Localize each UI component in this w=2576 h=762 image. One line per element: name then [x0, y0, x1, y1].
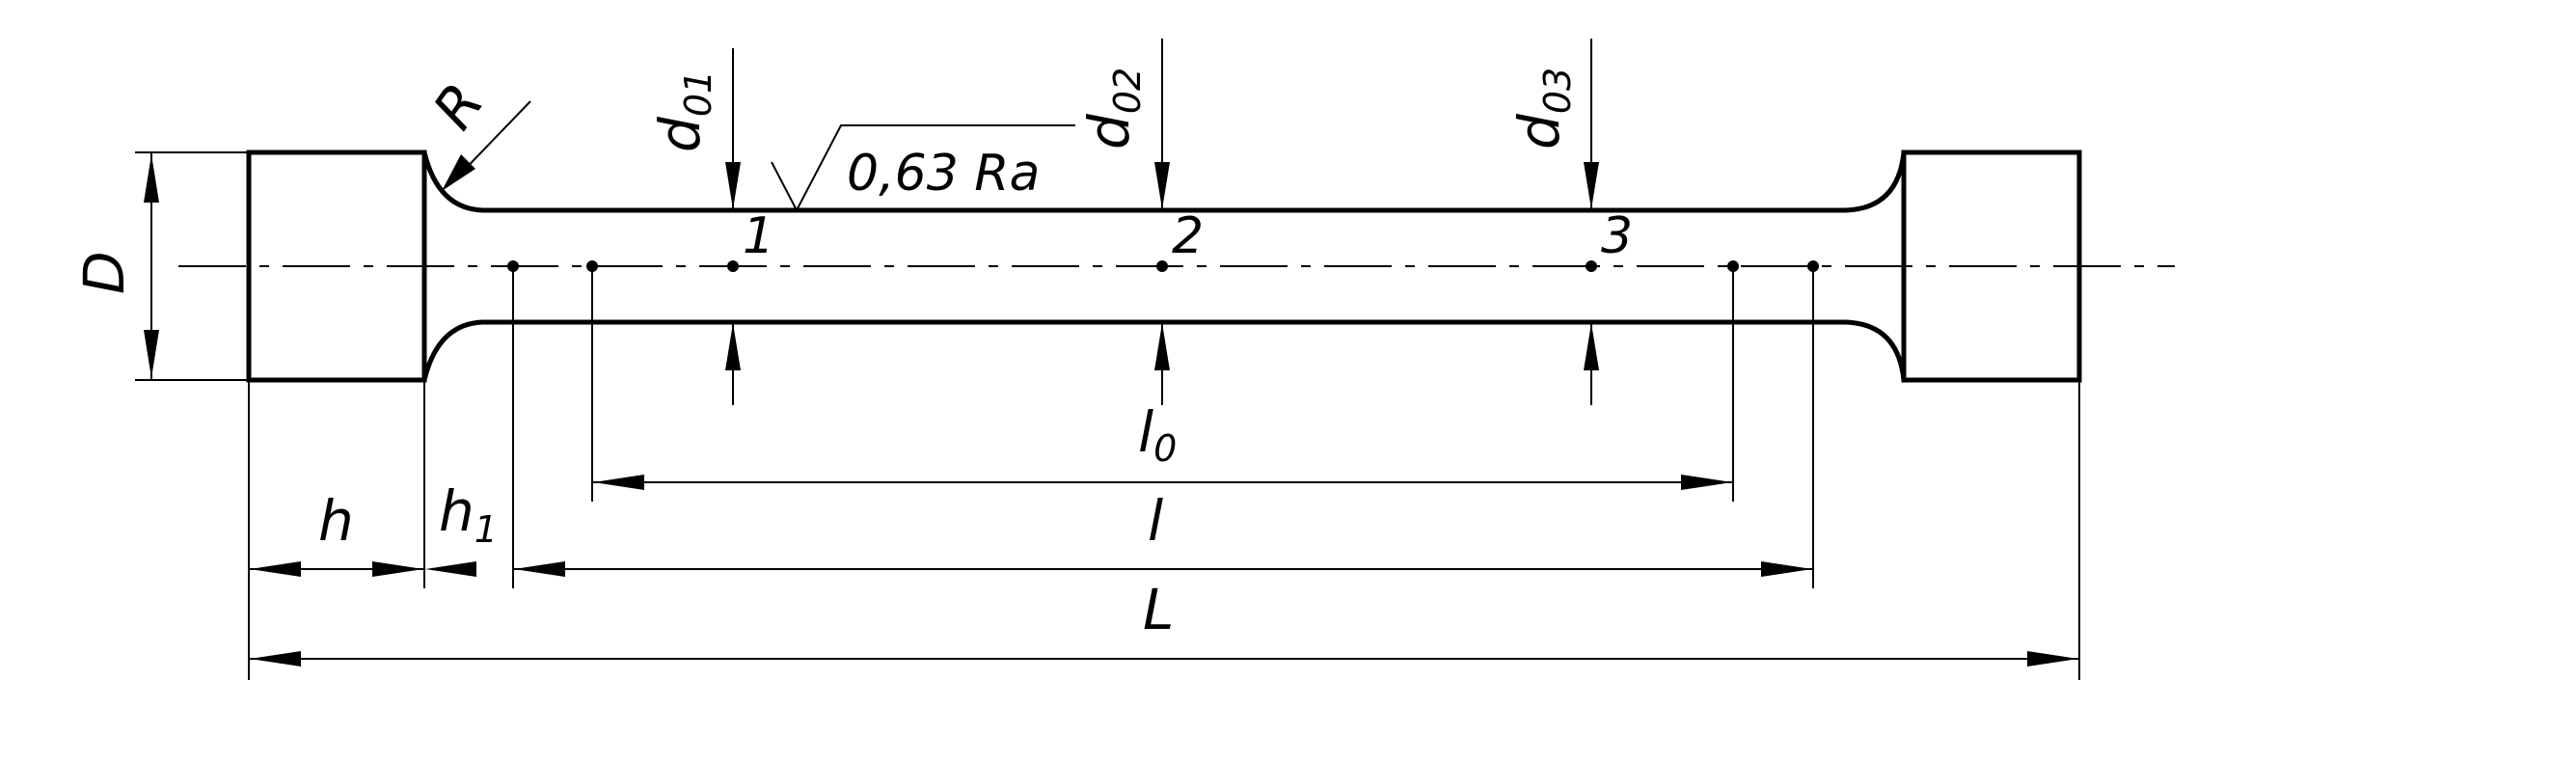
section-3-label: 3	[1601, 207, 1633, 265]
gauge-section-top-edge	[421, 151, 1907, 213]
d-arrow-bottom	[144, 330, 159, 378]
label-d02: d02	[1076, 68, 1149, 150]
svg-text:d02: d02	[1076, 68, 1149, 150]
roughness-value: 0,63 Ra	[847, 145, 1040, 203]
section-1-label: 1	[743, 207, 774, 265]
l0-arrow-left	[593, 475, 644, 490]
roughness-symbol	[771, 124, 1075, 213]
label-d03: d03	[1506, 68, 1579, 150]
label-L: L	[1143, 577, 1174, 642]
label-h1: h1	[439, 478, 498, 551]
l-arrow-left	[514, 561, 565, 577]
right-grip	[1901, 150, 2082, 383]
l-arrow-right	[1761, 561, 1812, 577]
radius-arrow	[442, 154, 475, 191]
d02-arrow-top	[1154, 162, 1170, 209]
left-grip	[246, 150, 427, 383]
L-arrow-left	[250, 651, 301, 667]
L-arrow-right	[2027, 651, 2078, 667]
point-section-2	[1156, 260, 1168, 272]
label-R: R	[420, 71, 497, 141]
d-arrow-top	[144, 154, 159, 203]
l0-arrow-right	[1681, 475, 1732, 490]
label-D: D	[71, 251, 137, 294]
section-2-label: 2	[1172, 207, 1204, 265]
gauge-section-bottom-edge	[421, 319, 1907, 381]
point-section-3	[1586, 260, 1597, 272]
h-arrow-right	[372, 561, 423, 577]
d01-arrow-top	[725, 162, 741, 209]
h1-arrow-right	[425, 561, 476, 577]
point-section-1	[727, 260, 739, 272]
d02-arrow-bottom	[1154, 323, 1170, 370]
d01-arrow-bottom	[725, 323, 741, 370]
label-l0: l0	[1138, 399, 1177, 470]
svg-text:d03: d03	[1506, 68, 1579, 150]
svg-text:d01: d01	[647, 70, 719, 152]
h-arrow-left	[250, 561, 301, 577]
d03-arrow-bottom	[1584, 323, 1599, 370]
label-l: l	[1148, 488, 1163, 554]
label-d01: d01	[647, 70, 719, 152]
label-h: h	[318, 488, 354, 554]
d03-arrow-top	[1584, 162, 1599, 209]
